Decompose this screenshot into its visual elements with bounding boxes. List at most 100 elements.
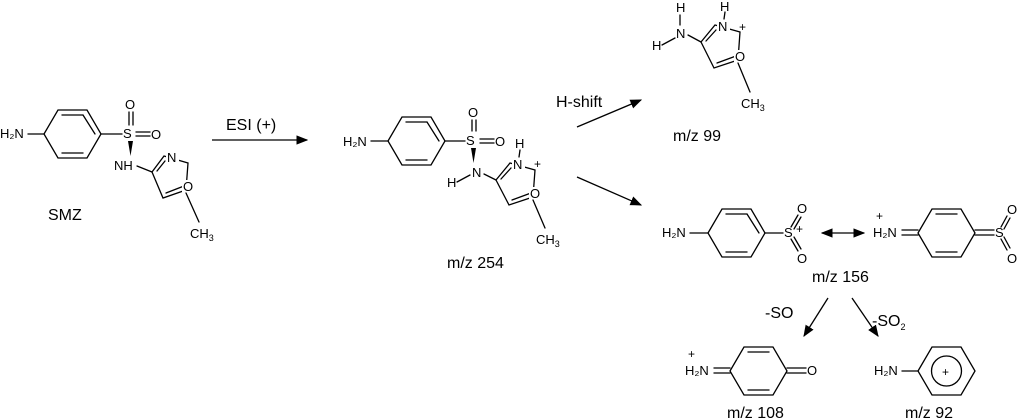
mz254-s-label: S [466, 133, 475, 148]
mz156-so-bond [793, 216, 802, 230]
mz108-charge: + [688, 347, 695, 361]
smz-label: SMZ [48, 207, 82, 224]
mz156-charge: + [796, 222, 803, 236]
mz156-structure-quinoid: + H₂N S O O [873, 202, 1017, 266]
mz108-o-label: O [807, 363, 817, 378]
mz254-h-label: H [447, 175, 456, 190]
smz-wedge-bond [128, 141, 133, 156]
mz254-double-bond [426, 121, 440, 142]
mz156-o-label: O [1007, 251, 1017, 266]
mz156-iminium-charge: + [876, 209, 883, 223]
minus-so-label: -SO [765, 305, 793, 322]
fragmentation-arrow [576, 176, 643, 206]
mz254-o-label: O [468, 105, 478, 120]
mz108-quinoid-ring [729, 346, 788, 396]
h-shift-label: H-shift [556, 94, 603, 111]
mz156-structure-sulfonyl: H₂N S + O O [662, 201, 807, 266]
mz254-n-label: N [472, 165, 481, 180]
mz99-n-label: N [676, 26, 685, 41]
mz254-structure: H₂N S O O N H N + H O CH3 m/z 254 [343, 105, 560, 272]
smz-structure: H₂N S O O NH N O CH3 SMZ [0, 97, 214, 243]
h-shift-arrow [576, 99, 643, 128]
mz254-double-bond [511, 192, 532, 201]
minus-so-arrow [803, 297, 829, 337]
mz99-isoxazole-ring [700, 24, 741, 69]
mz254-bond [483, 173, 497, 181]
smz-nh-label: NH [114, 158, 133, 173]
mz156-so-bond [1000, 215, 1008, 228]
smz-double-bond [156, 160, 166, 172]
smz-o-ring-label: O [183, 179, 193, 194]
mz156-so-bond [790, 214, 799, 228]
mz254-n-ring-label: N [513, 157, 522, 172]
mz99-n-ring-label: N [718, 19, 727, 34]
smz-s-label: S [123, 126, 132, 141]
mz254-charge: + [534, 157, 541, 171]
mz254-nh-bond [456, 174, 471, 183]
smz-bond [136, 165, 153, 173]
mz99-charge: + [739, 20, 746, 34]
smz-o-label: O [125, 97, 135, 112]
smz-double-bond [82, 114, 96, 135]
mz108-h2n-label: H₂N [685, 363, 709, 378]
mz156-so-bond [1003, 217, 1011, 230]
smz-ch3-label: CH3 [190, 226, 214, 243]
smz-isoxazole-ring [151, 155, 189, 199]
smz-o-label: O [151, 127, 161, 142]
mz92-structure: H₂N + m/z 92 [874, 346, 976, 420]
smz-h2n-label: H₂N [0, 126, 24, 141]
smz-n-label: N [167, 150, 176, 165]
mz99-o-ring-label: O [735, 49, 745, 64]
mz254-label: m/z 254 [447, 255, 504, 272]
mz99-bond [687, 34, 702, 43]
mz156-so-bond [790, 238, 799, 252]
mz254-ch3-label: CH3 [536, 232, 560, 249]
mz254-o-ring-label: O [530, 186, 540, 201]
smz-double-bond [165, 185, 185, 194]
mz99-h-label: H [720, 0, 729, 14]
mz156-benzene-ring [707, 208, 766, 258]
mz156-label: m/z 156 [812, 269, 869, 286]
smz-methyl-bond [185, 192, 200, 223]
mz156-double-bond [746, 213, 760, 234]
mz99-label: m/z 99 [673, 128, 721, 145]
mz254-nh-bond [518, 149, 521, 158]
mz156-s-label: S [784, 225, 793, 240]
mz92-h2n-label: H₂N [874, 363, 898, 378]
mz99-h-label: H [676, 0, 685, 15]
mz254-h-label: H [515, 136, 524, 151]
mz92-aromatic-circle [930, 355, 963, 387]
smz-benzene-ring [43, 109, 102, 159]
mz156-h2n-label: H₂N [873, 225, 897, 240]
mz156-o-label: O [797, 201, 807, 216]
mz92-charge: + [942, 365, 949, 379]
mz99-double-bond [705, 29, 717, 42]
mz99-methyl-bond [737, 62, 751, 93]
minus-so2-arrow [851, 297, 879, 337]
mz156-so-bond [1003, 236, 1011, 249]
mz254-benzene-ring [387, 116, 446, 166]
mz99-atom-mask [717, 20, 730, 34]
mz99-atom-mask [734, 50, 747, 64]
mz92-phenyl-ring [917, 346, 976, 396]
mz99-structure: H N H N + H O CH3 m/z 99 [652, 0, 765, 145]
mz99-double-bond [716, 55, 737, 64]
mz108-structure: + H₂N O m/z 108 [685, 346, 817, 420]
mz99-nh-bond [661, 37, 676, 46]
mz108-label: m/z 108 [727, 405, 784, 420]
mz156-s-label: S [995, 225, 1004, 240]
mz254-atom-mask [512, 158, 525, 172]
mz156-o-label: O [797, 251, 807, 266]
mz99-h-label: H [652, 38, 661, 53]
mz156-so-bond [1000, 238, 1008, 251]
mz254-methyl-bond [532, 199, 546, 229]
mz156-h2n-label: H₂N [662, 225, 686, 240]
mz254-o-label: O [495, 134, 505, 149]
mz99-nh-bond [723, 11, 726, 20]
mz156-o-label: O [1007, 202, 1017, 217]
mz156-so-bond [793, 236, 802, 250]
mz254-atom-mask [529, 187, 542, 201]
mz254-h2n-label: H₂N [343, 134, 367, 149]
minus-so2-label: -SO2 [872, 313, 905, 332]
